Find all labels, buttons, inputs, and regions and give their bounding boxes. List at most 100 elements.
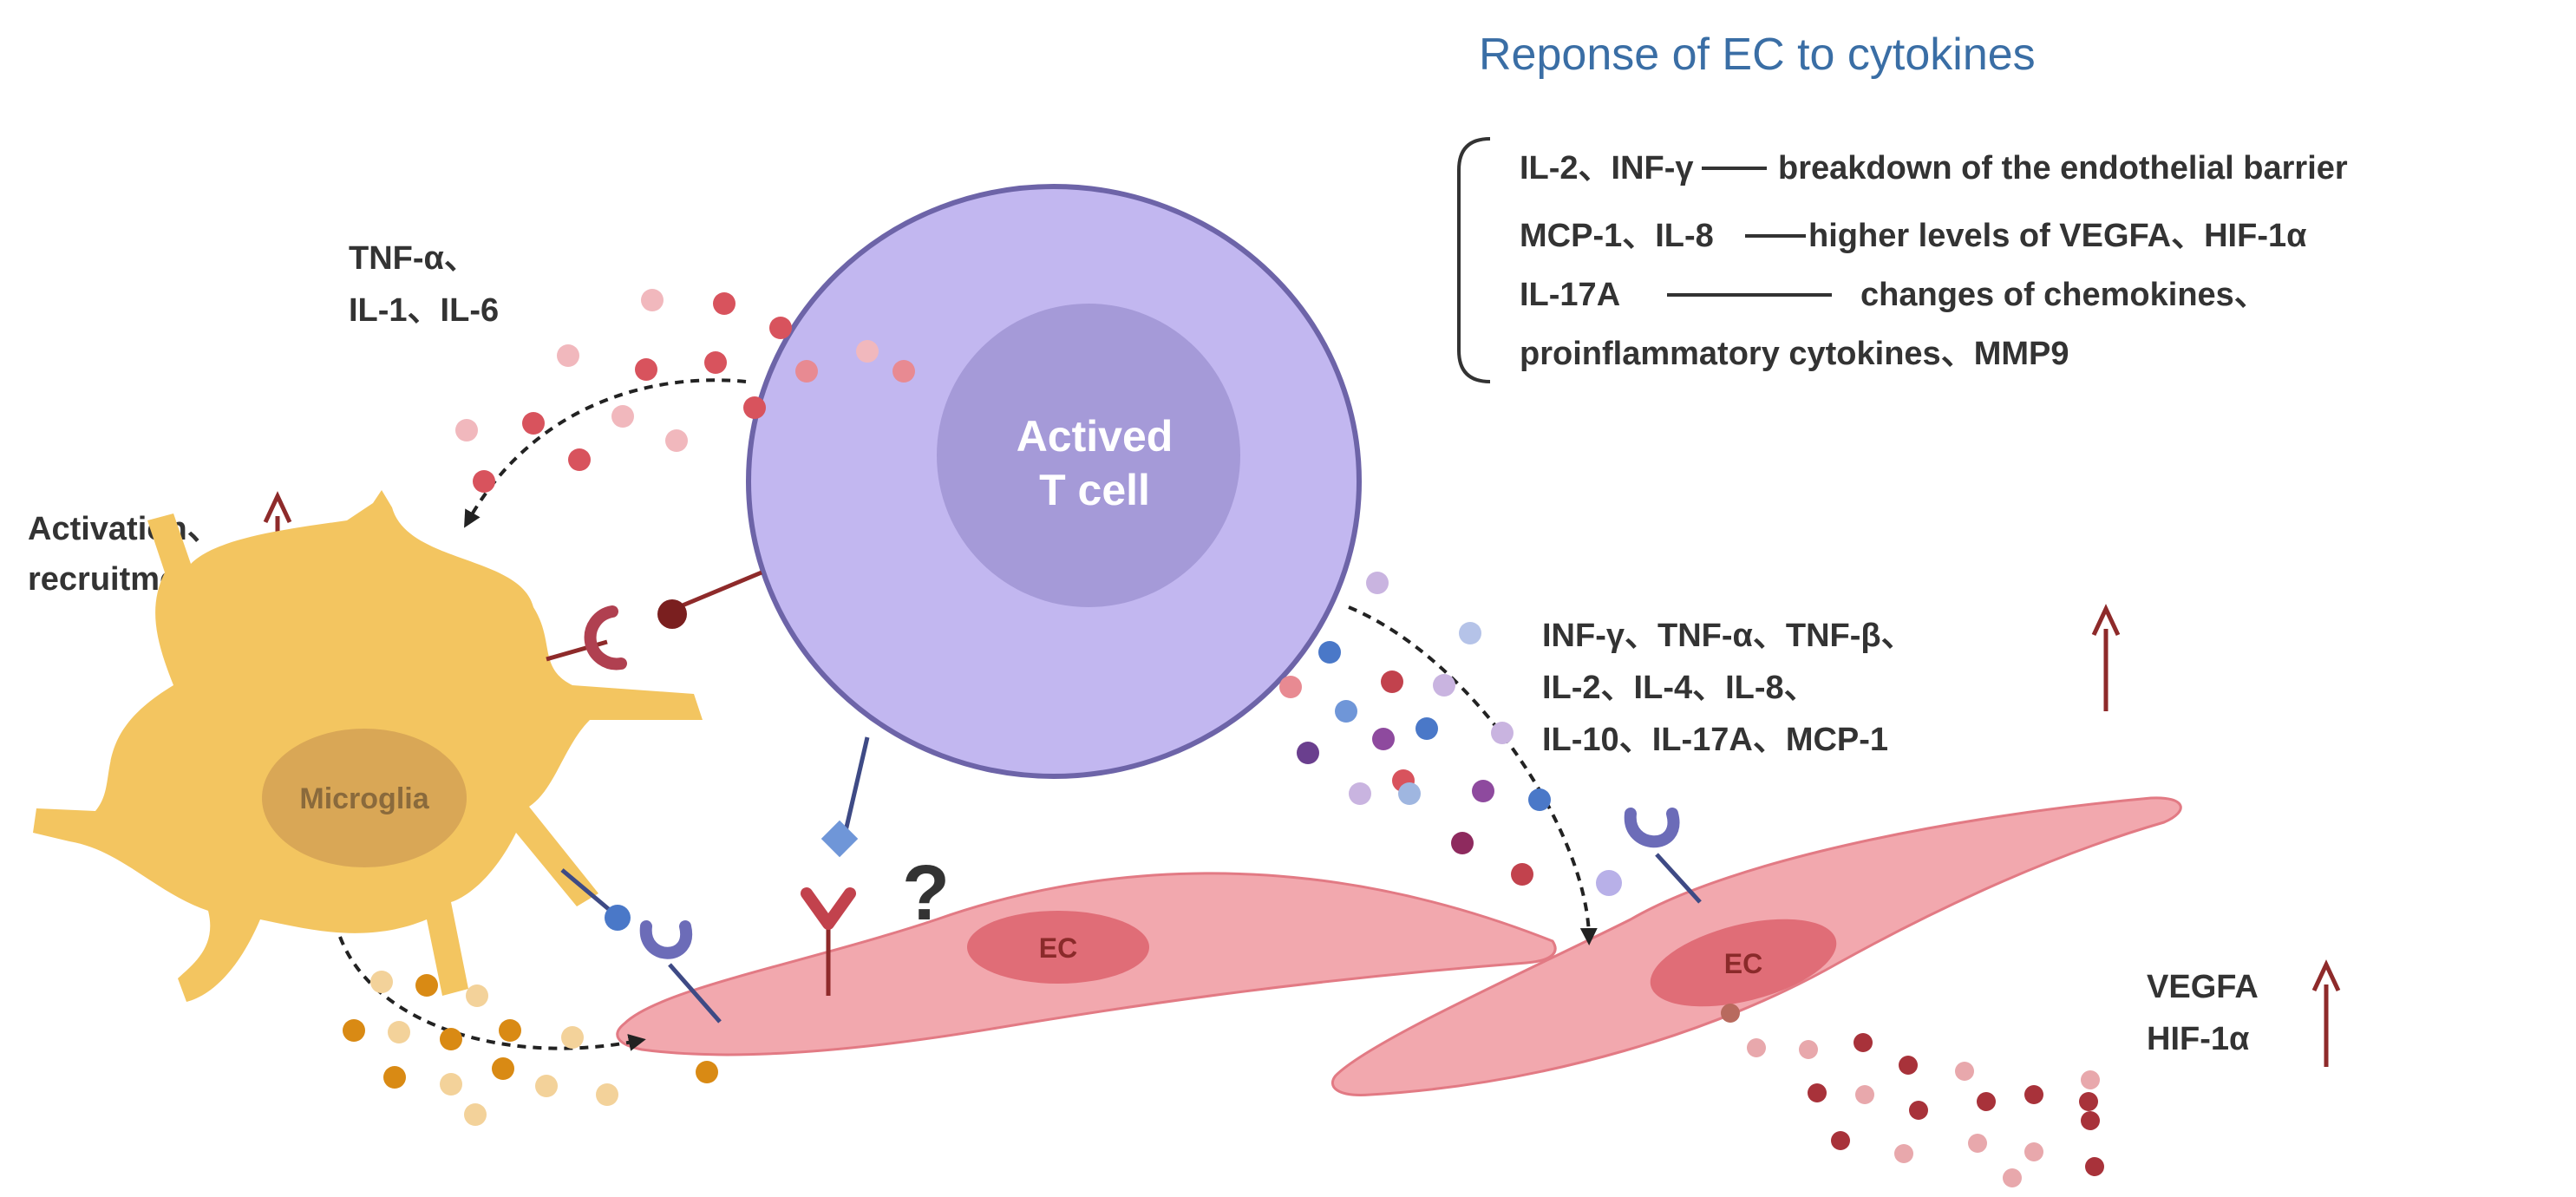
response-row-1-effect: breakdown of the endothelial barrier xyxy=(1778,150,2348,186)
cytokine-particle xyxy=(1831,1131,1850,1150)
tcell-cytokines-line-2: IL-2、IL-4、IL-8、 xyxy=(1542,670,1817,706)
cytokine-particle xyxy=(1899,1056,1918,1075)
ec-left-cell: EC xyxy=(616,872,1557,1056)
response-row-3-continuation: proinflammatory cytokines、MMP9 xyxy=(1520,336,2069,372)
cytokine-particle xyxy=(1459,622,1481,644)
cytokine-particle xyxy=(795,360,818,383)
up-arrow-icon xyxy=(2091,604,2121,711)
diagram-title: Reponse of EC to cytokines xyxy=(1479,29,2036,80)
cytokine-particle xyxy=(1511,863,1533,886)
cytokine-particle xyxy=(557,344,579,367)
microglia-ec-ligand-icon xyxy=(560,868,631,931)
cytokine-particle xyxy=(388,1021,410,1043)
cytokine-particle xyxy=(1854,1033,1873,1052)
tcell: Actived T cell xyxy=(746,184,1362,779)
cytokine-particle xyxy=(1472,780,1494,802)
cytokine-particle xyxy=(568,448,591,471)
cytokine-particle xyxy=(1433,674,1455,697)
cytokine-particle xyxy=(2081,1111,2100,1130)
cytokine-particle xyxy=(370,971,393,993)
cytokine-particle xyxy=(522,412,545,435)
response-bracket xyxy=(1457,137,1491,383)
cytokine-particle xyxy=(856,340,879,363)
tcell-cytokine-particles xyxy=(1279,572,1551,886)
tcell-cytokines-line-3: IL-10、IL-17A、MCP-1 xyxy=(1542,722,1888,758)
cytokine-particle xyxy=(1808,1083,1827,1102)
response-row-1-cytokines: IL-2、INF-γ xyxy=(1520,150,1694,186)
cytokine-particle xyxy=(1372,728,1395,750)
cytokine-particle xyxy=(769,317,792,339)
tcell-microglia-ligand-icon xyxy=(657,570,762,629)
microglia-nucleus xyxy=(262,729,467,867)
ec-receptor-icon xyxy=(639,920,722,1024)
cytokine-particle xyxy=(1297,742,1319,764)
tcell-secreted-line-1: TNF-α、 xyxy=(349,240,477,277)
ec-left-label: EC xyxy=(1039,932,1077,964)
cytokine-particle xyxy=(635,358,657,381)
tcell-nucleus xyxy=(937,304,1240,607)
cytokine-particle xyxy=(1491,722,1514,744)
response-row-3-cytokines: IL-17A xyxy=(1520,277,1620,313)
right-ec-ligand-icon xyxy=(1596,870,1622,896)
cytokine-particle xyxy=(415,974,438,997)
cytokine-particle xyxy=(2024,1085,2043,1104)
cytokine-particle xyxy=(665,429,688,452)
cytokine-particle xyxy=(596,1083,618,1106)
cytokine-particle xyxy=(743,396,766,419)
cytokine-particle xyxy=(2079,1092,2098,1111)
ec-right-nucleus xyxy=(1650,919,1837,1007)
response-list: IL-2、INF-γ breakdown of the endothelial … xyxy=(1520,150,2348,372)
cytokine-particle xyxy=(1855,1085,1874,1104)
tcell-ec-ligand-icon xyxy=(821,736,870,858)
cytokine-particle xyxy=(1968,1134,1987,1153)
cytokine-particle xyxy=(1366,572,1389,594)
unknown-interaction-mark: ? xyxy=(902,850,950,937)
cytokine-particle xyxy=(499,1019,521,1042)
tcell-ec-receptor-icon xyxy=(801,887,856,996)
ec-left-nucleus xyxy=(967,911,1149,984)
cytokine-particle xyxy=(464,1103,487,1126)
cytokine-particle xyxy=(1381,670,1403,693)
cytokine-particle xyxy=(1451,832,1474,854)
tcell-to-microglia-dashed-arrow-icon xyxy=(464,378,747,528)
cytokine-particle xyxy=(641,289,664,311)
response-row-2-cytokines: MCP-1、IL-8 xyxy=(1520,218,1714,254)
cytokine-particle xyxy=(1721,1004,1740,1023)
cytokine-particle xyxy=(535,1075,558,1097)
cytokine-particle xyxy=(611,405,634,428)
up-arrow-icon xyxy=(2311,959,2341,1067)
cytokine-particle xyxy=(713,292,736,315)
response-row-3-effect: changes of chemokines、 xyxy=(1860,277,2267,313)
cytokine-particle xyxy=(1318,641,1341,664)
microglia-secreted-particles xyxy=(343,971,718,1126)
cytokine-particle xyxy=(1799,1040,1818,1059)
microglia-receptor-icon xyxy=(546,605,627,670)
tcell-secreted-line-2: IL-1、IL-6 xyxy=(349,292,499,329)
ec-output-particles xyxy=(1721,1004,2104,1187)
cytokine-particle xyxy=(440,1073,462,1096)
tcell-cytokines-line-1: INF-γ、TNF-α、TNF-β、 xyxy=(1542,618,1914,654)
cytokine-particle xyxy=(1747,1038,1766,1057)
microglia-label: Microglia xyxy=(299,782,429,815)
microglia-effect-line-1: Activation、 xyxy=(28,511,220,547)
cytokine-particle xyxy=(466,984,488,1007)
ec-right-cell: EC xyxy=(1330,796,2182,1096)
cytokine-particle xyxy=(892,360,915,383)
cytokine-particle xyxy=(561,1026,584,1049)
cytokine-particle xyxy=(2024,1142,2043,1161)
cytokine-particle xyxy=(440,1028,462,1050)
ec-output-line-1: VEGFA xyxy=(2147,969,2259,1005)
tcell-label-line-1: Actived xyxy=(1017,412,1174,461)
microglia-cell: Microglia xyxy=(33,490,703,1002)
cytokine-particle xyxy=(2085,1157,2104,1176)
cytokine-particle xyxy=(2003,1168,2022,1187)
response-row-2-effect: higher levels of VEGFA、HIF-1α xyxy=(1808,218,2306,254)
cytokine-particle xyxy=(1415,717,1438,740)
ec-right-label: EC xyxy=(1724,948,1762,979)
cytokine-particle xyxy=(383,1066,406,1089)
microglia-to-ec-dashed-arrow-icon xyxy=(338,936,646,1051)
cytokine-particle xyxy=(343,1019,365,1042)
right-ec-receptor-icon xyxy=(1624,808,1702,904)
cytokine-particle xyxy=(1398,782,1421,805)
